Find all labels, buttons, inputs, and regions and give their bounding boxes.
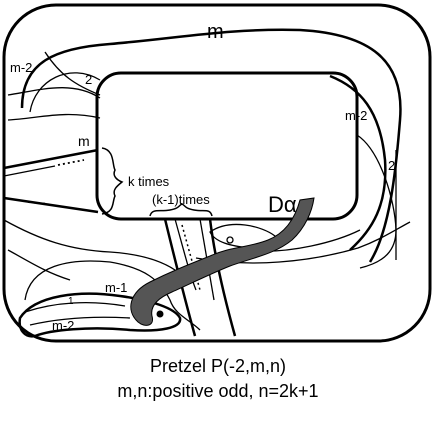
label-1-lower: 1 bbox=[68, 296, 74, 307]
left-strand-c bbox=[3, 196, 99, 214]
small-circle-right bbox=[226, 236, 234, 244]
inner-box bbox=[95, 71, 359, 221]
lower-left-curve-3 bbox=[7, 249, 71, 281]
label-m2-lower: m-2 bbox=[52, 318, 74, 333]
label-m2-upper-left: m-2 bbox=[10, 60, 32, 75]
left-strand-c-dots bbox=[27, 201, 49, 205]
label-km1-times: (k-1)times bbox=[152, 192, 210, 207]
k-times-brace bbox=[101, 147, 124, 215]
label-k-times: k times bbox=[128, 174, 170, 189]
caption-subtitle: m,n:positive odd, n=2k+1 bbox=[117, 381, 319, 401]
km1-times-brace bbox=[149, 203, 213, 217]
lower-left-inner-2 bbox=[29, 316, 131, 326]
vertical-strand-2 bbox=[174, 218, 197, 291]
label-d-alpha: Dα bbox=[268, 192, 297, 217]
upper-left-strand-2 bbox=[44, 51, 101, 96]
label-m1-lower: m-1 bbox=[105, 280, 127, 295]
d-alpha-band bbox=[130, 197, 315, 326]
left-strand-b bbox=[3, 165, 56, 177]
left-strand-a bbox=[3, 148, 99, 170]
vertical-strand-5 bbox=[208, 218, 237, 337]
lower-left-lobe bbox=[18, 292, 182, 338]
label-m2-right: m-2 bbox=[345, 108, 367, 123]
left-strand-b-dots bbox=[57, 159, 85, 166]
label-2-upper-left: 2 bbox=[85, 72, 92, 87]
upper-left-strand bbox=[7, 87, 101, 99]
label-2-right: 2 bbox=[388, 158, 395, 173]
right-strand-thick bbox=[329, 74, 387, 251]
band-hole-circle bbox=[156, 310, 164, 318]
outer-boundary bbox=[2, 3, 432, 343]
lower-left-curve-2 bbox=[24, 260, 201, 331]
upper-left-loop bbox=[29, 72, 101, 113]
caption-title: Pretzel P(-2,m,n) bbox=[149, 356, 287, 376]
label-m-left: m bbox=[78, 133, 90, 149]
label-m-top: m bbox=[207, 21, 224, 43]
lower-left-curve-1 bbox=[3, 219, 176, 271]
upper-left-long-strand bbox=[7, 113, 101, 121]
lower-left-inner-1 bbox=[24, 301, 126, 313]
